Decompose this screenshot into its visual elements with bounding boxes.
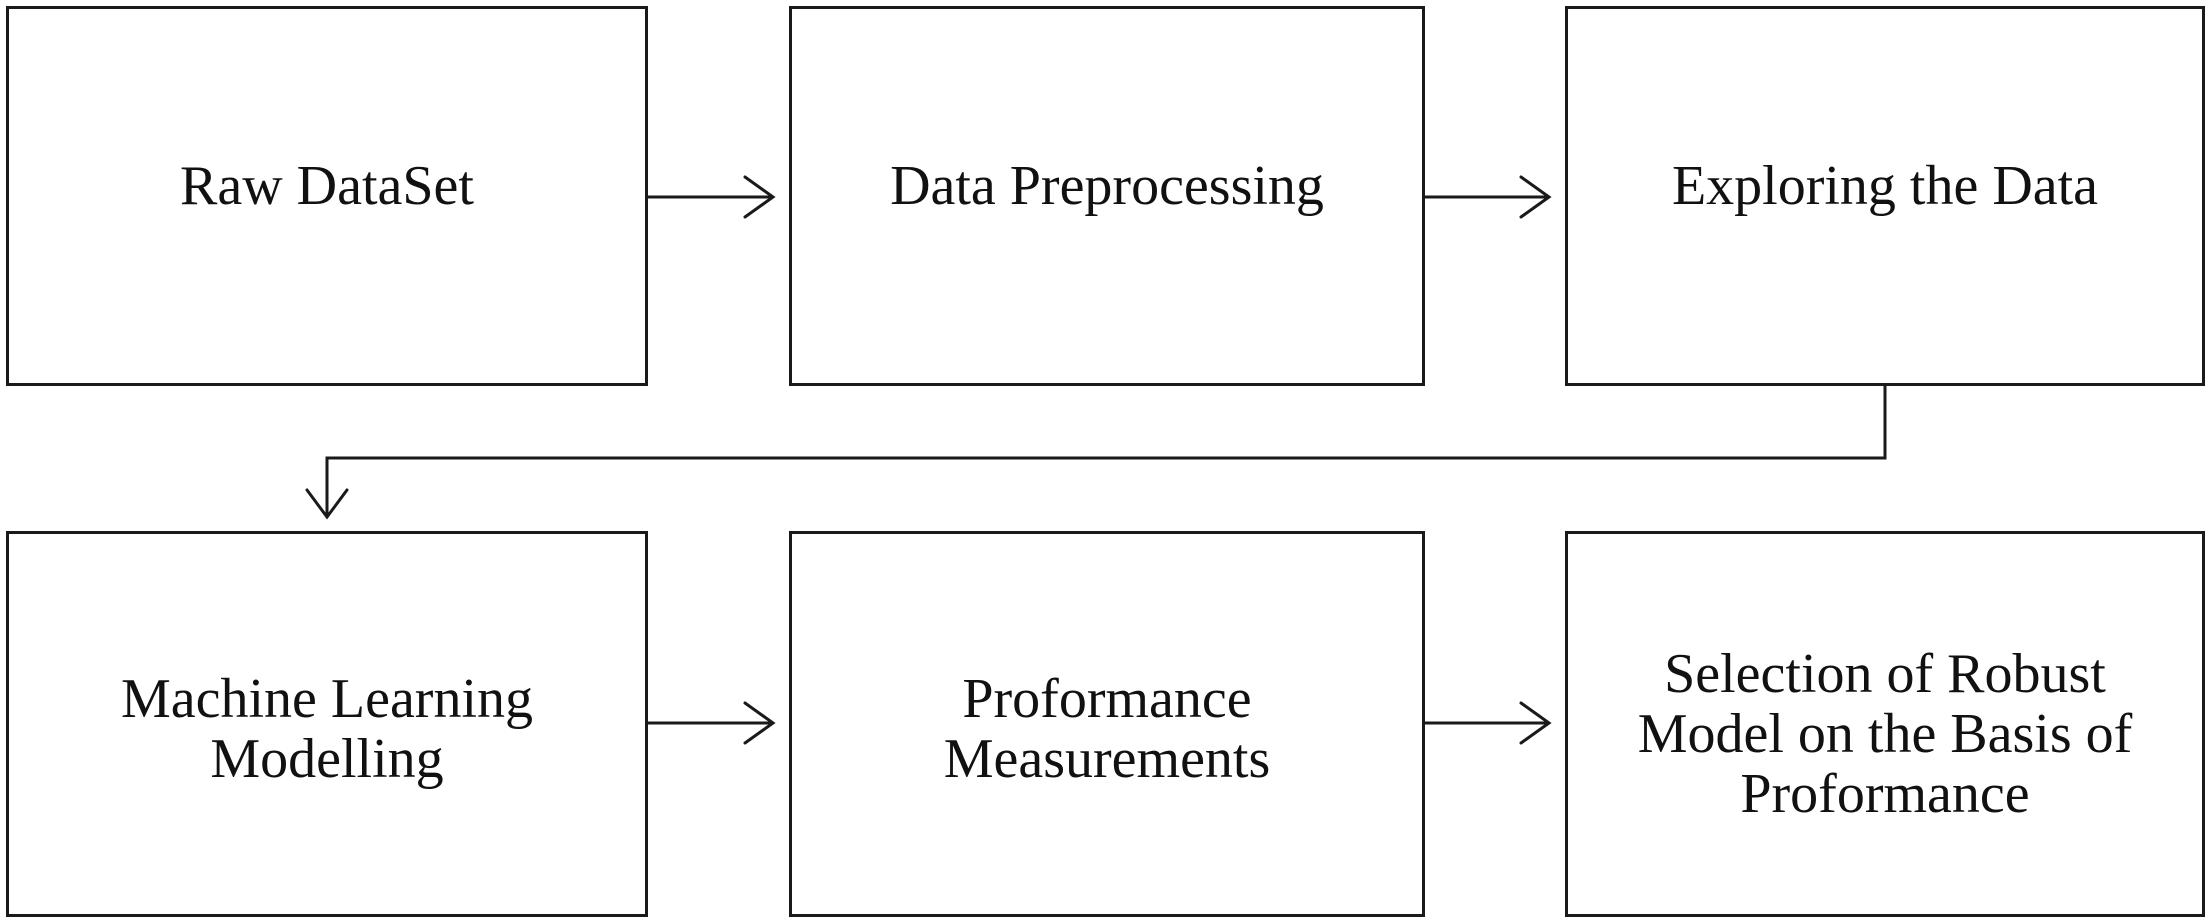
node-performance-measurements: Proformance Measurements bbox=[789, 531, 1425, 917]
node-data-preprocessing: Data Preprocessing bbox=[789, 6, 1425, 386]
arrow-preprocessing-to-exploring bbox=[1423, 175, 1552, 219]
arrow-modelling-to-measurements bbox=[646, 701, 776, 745]
node-label: Proformance Measurements bbox=[943, 668, 1271, 790]
arrow-raw-to-preprocessing bbox=[646, 175, 776, 219]
node-robust-model-selection: Selection of Robust Model on the Basis o… bbox=[1565, 531, 2205, 917]
arrow-measurements-to-selection bbox=[1423, 701, 1552, 745]
node-raw-dataset: Raw DataSet bbox=[6, 6, 648, 386]
node-ml-modelling: Machine Learning Modelling bbox=[6, 531, 648, 917]
node-exploring-data: Exploring the Data bbox=[1565, 6, 2205, 386]
node-label: Machine Learning Modelling bbox=[120, 668, 534, 790]
node-label: Selection of Robust Model on the Basis o… bbox=[1637, 643, 2133, 825]
node-label: Data Preprocessing bbox=[890, 155, 1324, 217]
node-label: Raw DataSet bbox=[180, 155, 474, 217]
arrow-exploring-to-modelling bbox=[305, 384, 1887, 520]
node-label: Exploring the Data bbox=[1671, 155, 2099, 217]
